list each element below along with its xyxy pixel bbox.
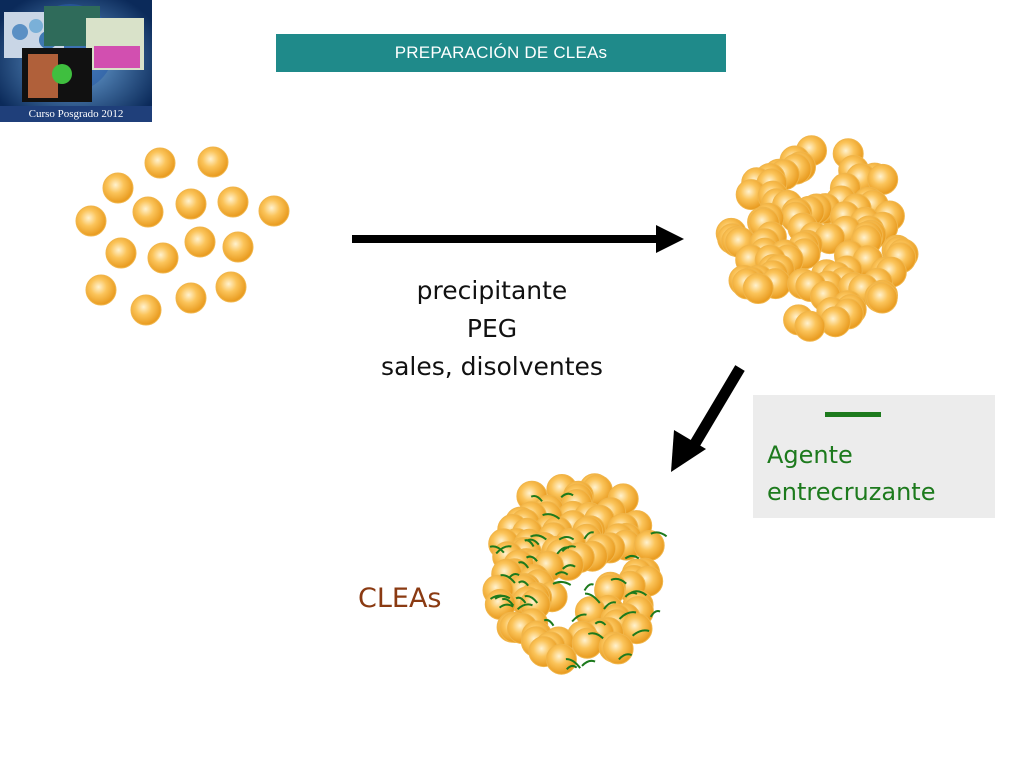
- crosslink-strand: [554, 571, 569, 576]
- clea-sphere: [602, 633, 634, 665]
- clea-sphere: [633, 530, 665, 561]
- crosslink-strand: [524, 595, 539, 604]
- free-enzyme-sphere: [175, 188, 207, 220]
- crosslink-strand: [584, 592, 601, 604]
- free-enzyme-sphere: [132, 196, 164, 228]
- free-enzyme-sphere: [175, 282, 207, 314]
- aggregate-sphere: [819, 306, 851, 338]
- crosslink-strand: [552, 580, 572, 586]
- crosslink-strand: [624, 591, 638, 598]
- crosslink-strand: [650, 531, 668, 538]
- crosslink-strand: [610, 577, 627, 585]
- page-title: PREPARACIÓN DE CLEAs: [276, 34, 726, 72]
- crosslink-strand: [489, 594, 508, 600]
- free-enzyme-sphere: [258, 195, 290, 227]
- logo-caption: Curso Posgrado 2012: [28, 108, 124, 120]
- crosslinker-legend-text: Agente entrecruzante: [767, 437, 935, 511]
- course-logo: Curso Posgrado 2012: [0, 0, 152, 122]
- aggregate-sphere: [866, 282, 898, 314]
- aggregate-sphere: [794, 310, 826, 342]
- precipitation-conditions: precipitante PEG sales, disolventes: [342, 272, 642, 386]
- crosslink-strand: [558, 536, 575, 541]
- cleas-crosslinked-aggregate: [482, 473, 665, 675]
- free-enzyme-sphere: [85, 274, 117, 306]
- crosslink-strand: [603, 601, 617, 610]
- free-enzyme-spheres: [75, 146, 290, 326]
- clea-sphere: [571, 627, 603, 659]
- cleas-label: CLEAs: [358, 583, 442, 614]
- crosslink-strand: [624, 554, 640, 560]
- salts-solvents-label: sales, disolventes: [381, 352, 603, 381]
- free-enzyme-sphere: [147, 242, 179, 274]
- crosslinker-label-line2: entrecruzante: [767, 478, 936, 506]
- free-enzyme-sphere: [197, 146, 229, 178]
- crosslink-strand: [618, 653, 633, 661]
- crosslink-strand: [515, 596, 527, 604]
- crosslink-strand: [524, 539, 535, 548]
- crosslink-strand: [501, 598, 515, 607]
- crosslink-strand: [565, 658, 582, 669]
- precipitation-arrow: [352, 225, 684, 253]
- crosslink-strand: [566, 664, 578, 670]
- crosslink-strand: [583, 583, 594, 592]
- crosslink-strand: [618, 611, 637, 620]
- free-enzyme-sphere: [75, 205, 107, 237]
- free-enzyme-sphere: [102, 172, 134, 204]
- free-enzyme-sphere: [130, 294, 162, 326]
- precipitant-label: precipitante: [416, 276, 568, 305]
- free-enzyme-sphere: [144, 147, 176, 179]
- crosslink-strand: [495, 545, 512, 555]
- crosslink-strand: [581, 659, 596, 667]
- crosslink-strand: [500, 574, 516, 584]
- crosslink-strand: [587, 632, 604, 640]
- crosslink-strand: [489, 545, 505, 554]
- crosslink-strand: [543, 618, 555, 627]
- free-enzyme-sphere: [105, 237, 137, 269]
- free-enzyme-sphere: [215, 271, 247, 303]
- crosslink-strand: [594, 620, 607, 626]
- crosslink-strand: [649, 610, 661, 618]
- logo-collage-image: [0, 0, 152, 122]
- crosslinker-legend-line: [825, 412, 881, 417]
- crosslink-strand: [498, 603, 514, 609]
- crosslink-strand: [561, 545, 576, 553]
- crosslinker-legend-box: Agente entrecruzante: [753, 395, 995, 518]
- crosslinking-arrow: [671, 365, 745, 472]
- crosslink-strand: [518, 580, 530, 587]
- crosslink-strand: [542, 513, 561, 520]
- crosslink-strand: [556, 546, 570, 555]
- enzyme-aggregate: [715, 135, 919, 342]
- crosslink-strand: [631, 629, 650, 637]
- crosslink-strand: [516, 603, 533, 611]
- crosslink-strand: [583, 531, 595, 540]
- crosslink-strand: [562, 564, 576, 570]
- clea-sphere: [545, 643, 577, 675]
- crosslinker-label-line1: Agente: [767, 441, 853, 469]
- crosslink-strand: [525, 555, 538, 562]
- crosslink-strand: [530, 494, 543, 502]
- crosslink-strands: [489, 492, 668, 670]
- crosslink-strand: [530, 534, 547, 541]
- free-enzyme-sphere: [222, 231, 254, 263]
- free-enzyme-sphere: [217, 186, 249, 218]
- crosslink-strand: [518, 561, 530, 569]
- free-enzyme-sphere: [184, 226, 216, 258]
- peg-label: PEG: [466, 314, 518, 343]
- crosslink-strand: [571, 613, 587, 623]
- crosslink-strand: [560, 492, 574, 499]
- aggregate-sphere: [742, 273, 774, 304]
